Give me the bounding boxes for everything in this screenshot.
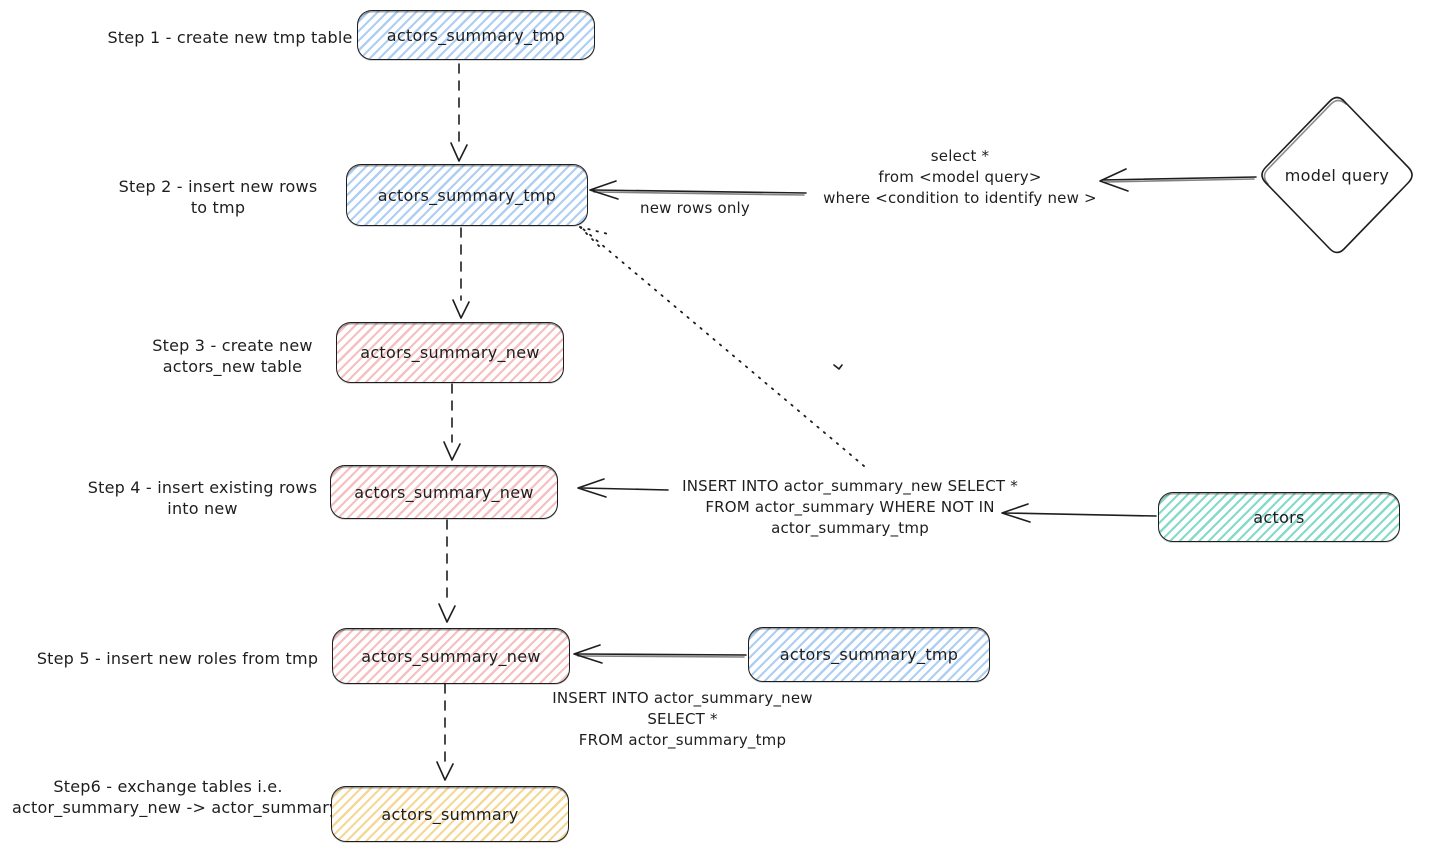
node-actors-summary-step6: actors_summary [331,786,569,842]
step1-label: Step 1 - create new tmp table [105,27,355,48]
arrow-step3-to-step4 [443,383,461,461]
new-rows-only-label: new rows only [640,199,750,217]
step6-label-line1: Step6 - exchange tables i.e. [53,777,283,796]
insert-step5-annotation: INSERT INTO actor_summary_new SELECT * F… [535,688,830,751]
node-label: actors_summary_tmp [386,25,566,45]
node-label: actors_summary [381,804,519,824]
select-query-line3: where <condition to identify new > [823,189,1097,207]
node-actors-summary-tmp-step1: actors_summary_tmp [357,10,595,60]
insert-step4-line1: INSERT INTO actor_summary_new SELECT * [682,477,1018,495]
node-label: actors_summary_tmp [779,645,959,664]
node-label: actors_summary_new [361,646,541,666]
node-label: actors [1253,507,1305,527]
step5-label-line1: Step 5 - insert new roles from tmp [36,649,319,668]
arrow-step4-to-step5 [438,519,456,623]
step6-label: Step6 - exchange tables i.e. actor_summa… [12,776,339,818]
insert-step4-line3: actor_summary_tmp [771,519,929,537]
arrow-step1-to-step2 [450,63,468,162]
step4-label: Step 4 - insert existing rows into new [85,477,320,519]
insert-step5-line1: INSERT INTO actor_summary_new [552,689,813,707]
node-actors: actors [1158,492,1400,542]
arrow-tmp3-to-new3 [573,644,747,664]
node-actors-summary-new-step3: actors_summary_new [336,322,564,383]
node-actors-summary-tmp-step2: actors_summary_tmp [346,164,588,226]
arrow-model-query-to-select-text [1099,168,1257,192]
node-label: actors_summary_tmp [377,185,557,205]
arrow-dotted-insert4-to-tmp2 [579,226,865,467]
step2-label-line2: to tmp [190,198,246,217]
arrow-step2-to-step3 [452,227,470,319]
step1-label-line1: Step 1 - create new tmp table [107,28,353,47]
model-query-diamond-label: model query [1284,166,1390,185]
step3-label-line1: Step 3 - create new [152,336,313,355]
node-actors-summary-tmp-step5: actors_summary_tmp [748,627,990,682]
scribble-mark [833,364,843,370]
insert-step5-line3: FROM actor_summary_tmp [578,731,787,749]
step2-label-line1: Step 2 - insert new rows [118,177,318,196]
select-query-annotation: select * from <model query> where <condi… [815,146,1105,209]
insert-step4-line2: FROM actor_summary WHERE NOT IN [705,498,995,516]
step2-label: Step 2 - insert new rows to tmp [118,176,318,218]
step4-label-line1: Step 4 - insert existing rows [87,478,318,497]
step3-label-line2: actors_new table [162,357,303,376]
select-query-line2: from <model query> [878,168,1042,186]
step4-label-line2: into new [167,499,238,518]
node-label: actors_summary_new [354,482,534,502]
node-actors-summary-new-step4: actors_summary_new [330,465,558,519]
arrow-select-text-to-tmp2 [589,180,807,200]
node-actors-summary-new-step5: actors_summary_new [332,628,570,684]
step6-label-line2: actor_summary_new -> actor_summary [12,798,339,817]
step3-label: Step 3 - create new actors_new table [130,335,335,377]
step5-label: Step 5 - insert new roles from tmp [35,648,320,669]
arrow-step5-to-step6 [436,683,454,781]
insert-step5-line2: SELECT * [647,710,718,728]
node-label: actors_summary_new [360,343,540,362]
arrow-insert4-text-to-new2 [577,478,669,498]
insert-step4-annotation: INSERT INTO actor_summary_new SELECT * F… [660,476,1040,539]
select-query-line1: select * [930,147,990,165]
